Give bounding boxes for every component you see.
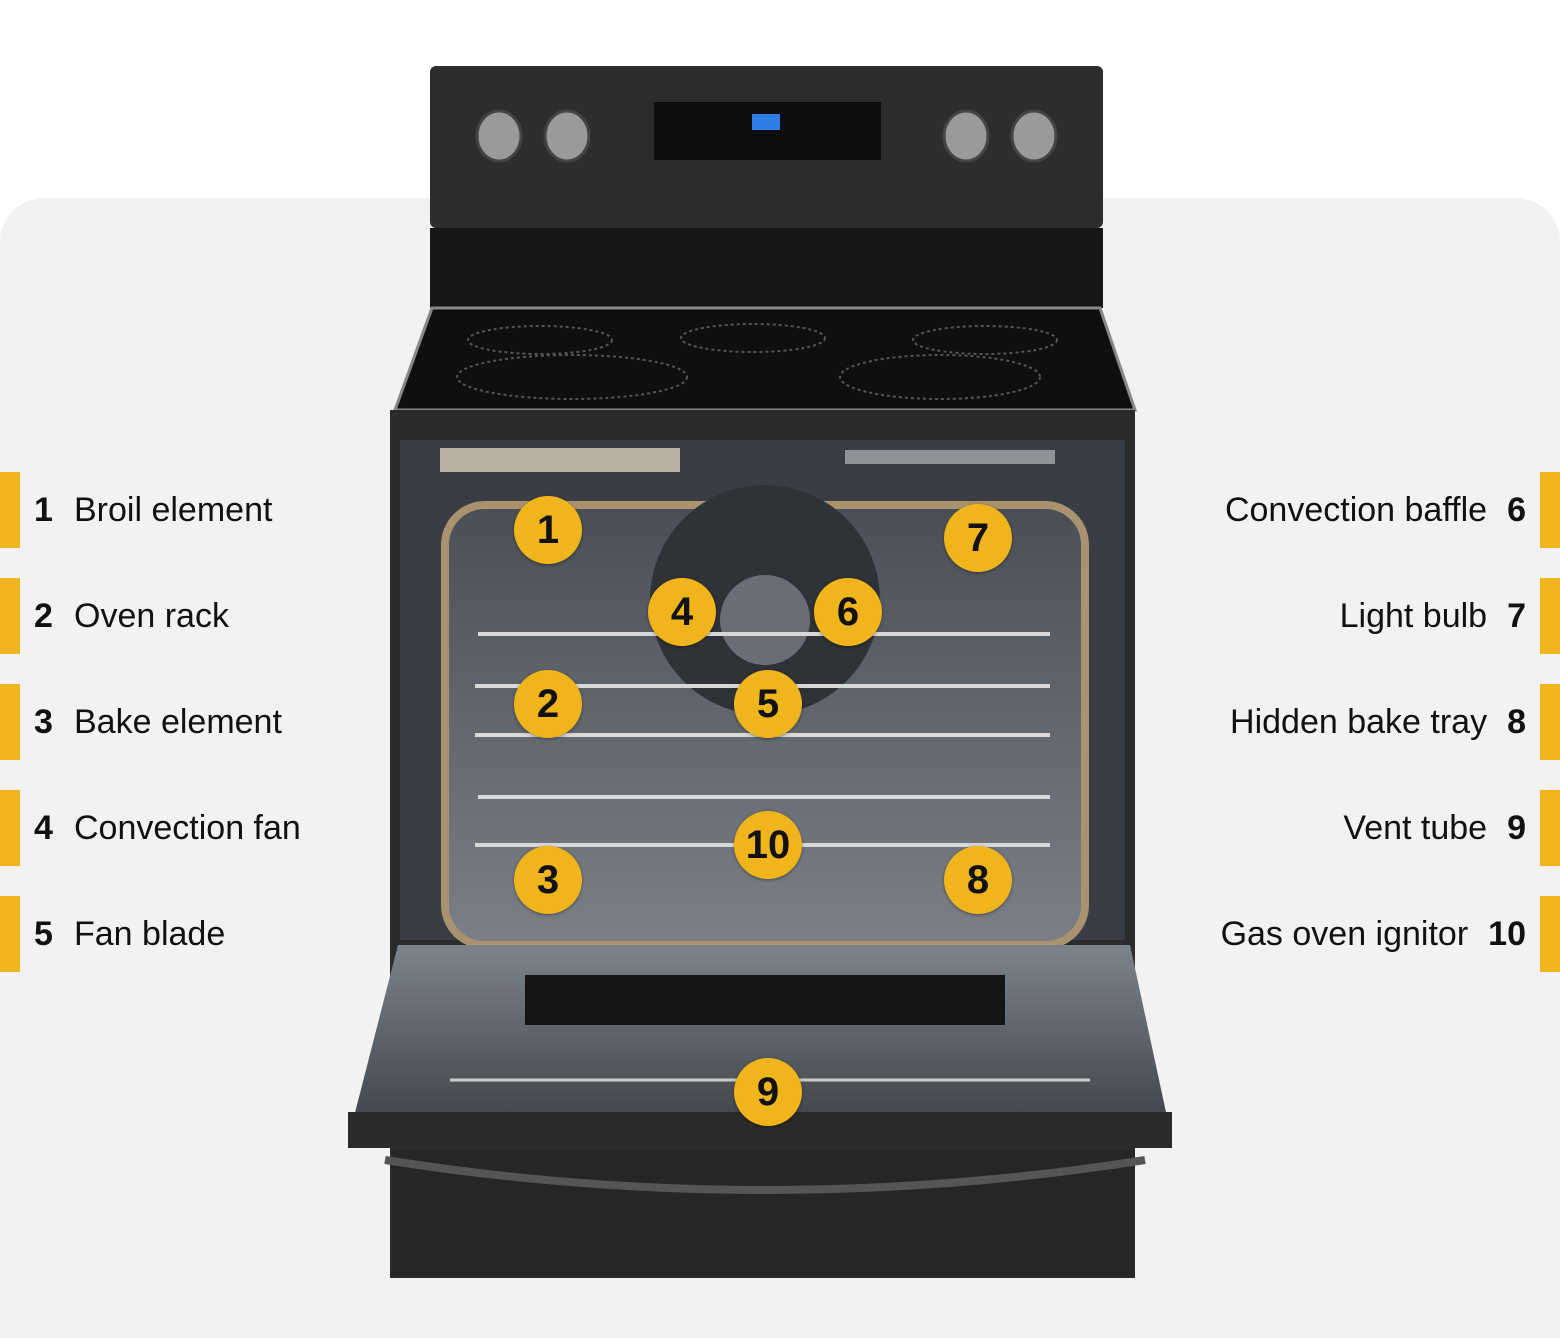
badge-1: 1 [514, 496, 582, 564]
badge-4: 4 [648, 578, 716, 646]
accent-bar [0, 896, 20, 972]
accent-bar [0, 472, 20, 548]
accent-bar [0, 684, 20, 760]
accent-bar [1540, 472, 1560, 548]
accent-bar [1540, 790, 1560, 866]
accent-bar [0, 790, 20, 866]
knobs [475, 109, 1058, 163]
accent-bar [0, 578, 20, 654]
badge-2: 2 [514, 670, 582, 738]
accent-bar [1540, 896, 1560, 972]
badge-10: 10 [734, 811, 802, 879]
badge-6: 6 [814, 578, 882, 646]
display [654, 102, 881, 160]
badge-7: 7 [944, 504, 1012, 572]
badge-8: 8 [944, 846, 1012, 914]
badge-5: 5 [734, 670, 802, 738]
badge-9: 9 [734, 1058, 802, 1126]
clock-display [752, 114, 780, 130]
accent-bar [1540, 578, 1560, 654]
burners [456, 323, 1058, 400]
badge-3: 3 [514, 846, 582, 914]
accent-bar [1540, 684, 1560, 760]
storage-drawer [392, 1150, 1134, 1275]
backguard [430, 228, 1103, 308]
